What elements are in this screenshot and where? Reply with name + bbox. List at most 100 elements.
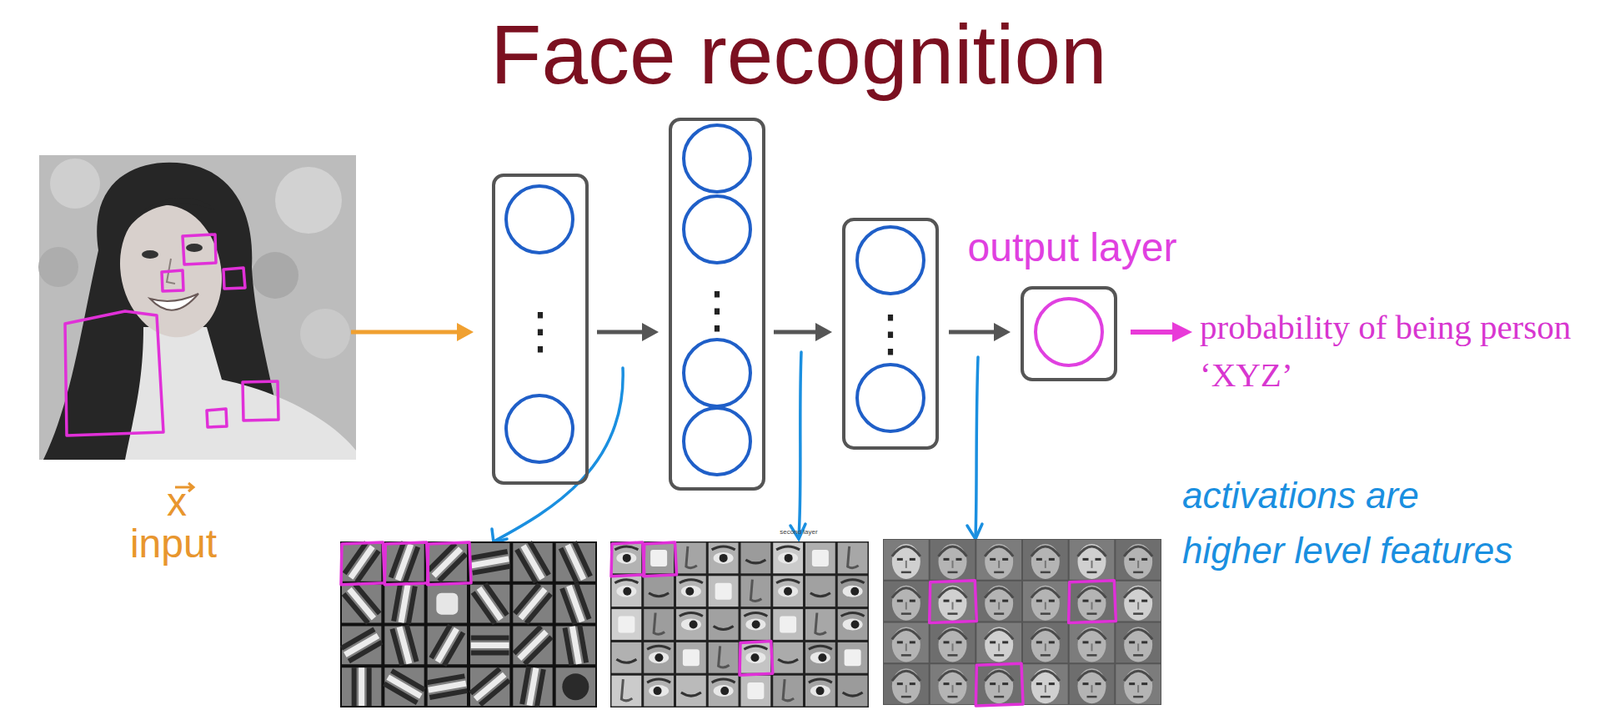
filter-stripes: [335, 617, 388, 672]
neuron: [683, 407, 751, 475]
face-hair: [984, 670, 1014, 681]
eyebrow: [841, 579, 865, 583]
part-cell: [741, 608, 772, 640]
stripe: [471, 576, 517, 631]
eye-white: [842, 618, 863, 631]
face-cell: [930, 539, 976, 580]
part-cell: [772, 542, 803, 574]
eyebrow: [679, 612, 703, 617]
highlight-box: [242, 381, 279, 421]
highlight-box: [929, 580, 978, 623]
face-mouth: [1040, 653, 1051, 657]
face-mouth: [993, 653, 1004, 657]
face-oval: [1078, 626, 1107, 662]
face-nose: [1091, 601, 1094, 610]
face-nose: [1091, 560, 1094, 568]
ellipsis: ⋮: [491, 300, 589, 360]
eyebrow: [647, 645, 671, 649]
eyebrow: [712, 546, 736, 550]
eyebrow: [776, 579, 800, 583]
face-nose: [905, 601, 908, 610]
face-eye: [943, 599, 950, 602]
face-nose: [1044, 560, 1047, 568]
filter-cell: [556, 667, 596, 706]
eyebrow: [743, 612, 768, 617]
eye-white: [616, 585, 637, 597]
photo-mottle: [251, 251, 299, 299]
edge-filter-grid: [321, 520, 601, 715]
filter-stripes: [505, 616, 561, 673]
face-oval: [892, 585, 921, 621]
hidden-layer-box: ⋮: [842, 217, 939, 450]
part-cell: [708, 675, 739, 707]
face-mouth: [1133, 611, 1144, 615]
face-eye: [989, 557, 996, 561]
connector-line: [773, 330, 818, 335]
face-oval: [1078, 585, 1107, 621]
face-photo: [38, 155, 357, 460]
face-hair: [1123, 546, 1153, 557]
neuron: [506, 185, 573, 253]
face-hair: [938, 628, 968, 639]
filter-blob: [436, 592, 458, 615]
eye-white: [842, 585, 863, 597]
highlight-box: [427, 541, 472, 585]
face-mouth: [1133, 653, 1144, 657]
eyebrow: [647, 678, 671, 683]
mouth-part: [842, 692, 863, 696]
face-eye: [1036, 682, 1043, 685]
eyebrow: [776, 546, 800, 550]
face-hair: [984, 628, 1014, 639]
part-cell: [772, 642, 803, 673]
face-oval: [938, 667, 968, 703]
stripe: [396, 536, 426, 587]
photo-mottle: [50, 158, 101, 209]
face-eye: [909, 640, 916, 643]
face-eye: [943, 640, 950, 643]
part-cell: [741, 675, 772, 707]
face-nose: [998, 560, 1000, 568]
face-hair: [1031, 670, 1060, 681]
filter-stripes: [554, 578, 597, 628]
part-cell: [643, 542, 674, 574]
face-nose: [952, 560, 954, 568]
light-patch: [617, 616, 635, 633]
eye-pupil: [685, 586, 694, 596]
highlight-box: [643, 541, 678, 577]
eye-pupil: [850, 586, 859, 596]
face-hair: [1031, 546, 1060, 557]
part-cell: [805, 608, 836, 640]
mouth-part: [616, 658, 637, 663]
face-hair: [892, 628, 921, 639]
face-nose: [952, 642, 954, 651]
stripe: [425, 686, 470, 701]
eye-white: [681, 585, 702, 597]
face-mouth: [1040, 571, 1051, 574]
face-oval: [1031, 626, 1060, 662]
face-cell: [1115, 622, 1161, 663]
eye-white: [777, 551, 798, 564]
stripe: [505, 616, 561, 673]
part-cell: [805, 542, 836, 574]
face-hair: [938, 546, 968, 557]
face-eye: [989, 640, 996, 643]
part-cell: [708, 575, 739, 607]
face-nose: [998, 601, 1000, 610]
face-oval: [1078, 667, 1107, 703]
face-nose: [1091, 642, 1094, 651]
filter-stripes: [419, 534, 475, 590]
face-mouth: [1040, 695, 1051, 698]
eye-white: [745, 651, 766, 663]
face-eye: [1141, 640, 1148, 643]
face-eye: [989, 682, 996, 685]
face-nose: [1137, 601, 1139, 610]
ellipsis: ⋮: [842, 303, 939, 362]
face-hair: [1123, 670, 1153, 681]
eye-white: [648, 684, 669, 697]
face-nose: [1044, 642, 1047, 651]
arrow-head: [815, 322, 833, 342]
filter-stripes: [354, 667, 370, 706]
face-oval: [892, 667, 921, 703]
face-eye: [1002, 557, 1009, 561]
